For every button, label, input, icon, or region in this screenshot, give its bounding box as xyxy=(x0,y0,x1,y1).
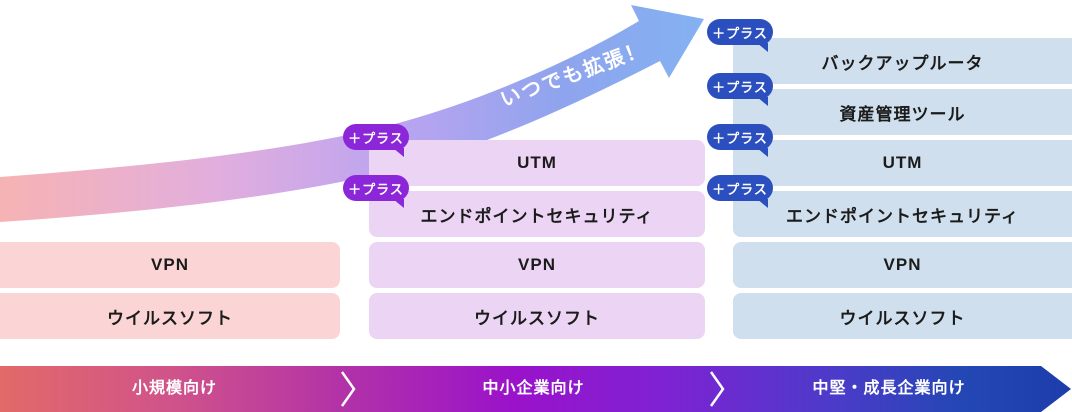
audience-bar: 小規模向け 中小企業向け 中堅・成長企業向け xyxy=(0,366,1071,412)
audience-enterprise: 中堅・成長企業向け xyxy=(812,380,966,397)
block-ent-utm: UTM xyxy=(733,140,1072,186)
block-ent-endpoint: エンドポイントセキュリティ xyxy=(733,191,1072,237)
block-label: VPN xyxy=(151,255,189,274)
block-sme-antivirus: ウイルスソフト xyxy=(369,293,705,339)
block-sme-vpn: VPN xyxy=(369,242,705,288)
block-label: UTM xyxy=(882,153,923,172)
plus-badge: ＋プラス xyxy=(707,175,773,208)
plus-badge: ＋プラス xyxy=(343,124,409,157)
block-ent-vpn: VPN xyxy=(733,242,1072,288)
plus-badge: ＋プラス xyxy=(707,124,773,157)
block-label: 資産管理ツール xyxy=(839,104,966,124)
block-label: バックアップルータ xyxy=(821,53,984,73)
block-sme-endpoint: エンドポイントセキュリティ xyxy=(369,191,705,237)
audience-small: 小規模向け xyxy=(131,380,217,397)
plus-badge: ＋プラス xyxy=(707,19,773,52)
block-label: ウイルスソフト xyxy=(474,308,600,328)
plus-badge: ＋プラス xyxy=(707,73,773,106)
block-ent-asset-mgmt: 資産管理ツール xyxy=(733,89,1072,135)
block-small-vpn: VPN xyxy=(0,242,340,288)
block-label: ウイルスソフト xyxy=(107,308,233,328)
block-label: エンドポイントセキュリティ xyxy=(420,206,654,226)
block-ent-antivirus: ウイルスソフト xyxy=(733,293,1072,339)
block-label: ウイルスソフト xyxy=(839,308,966,328)
chevron-separator-icon xyxy=(341,371,356,407)
block-label: UTM xyxy=(517,153,557,172)
block-label: VPN xyxy=(883,255,922,274)
growth-arrow-icon xyxy=(0,5,704,222)
block-label: エンドポイントセキュリティ xyxy=(786,206,1019,226)
audience-sme: 中小企業向け xyxy=(482,380,585,397)
block-ent-backup-router: バックアップルータ xyxy=(733,38,1072,84)
plus-badge: ＋プラス xyxy=(343,175,409,208)
block-small-antivirus: ウイルスソフト xyxy=(0,293,340,339)
chevron-separator-icon xyxy=(710,371,725,407)
block-label: VPN xyxy=(518,255,556,274)
block-sme-utm: UTM xyxy=(369,140,705,186)
